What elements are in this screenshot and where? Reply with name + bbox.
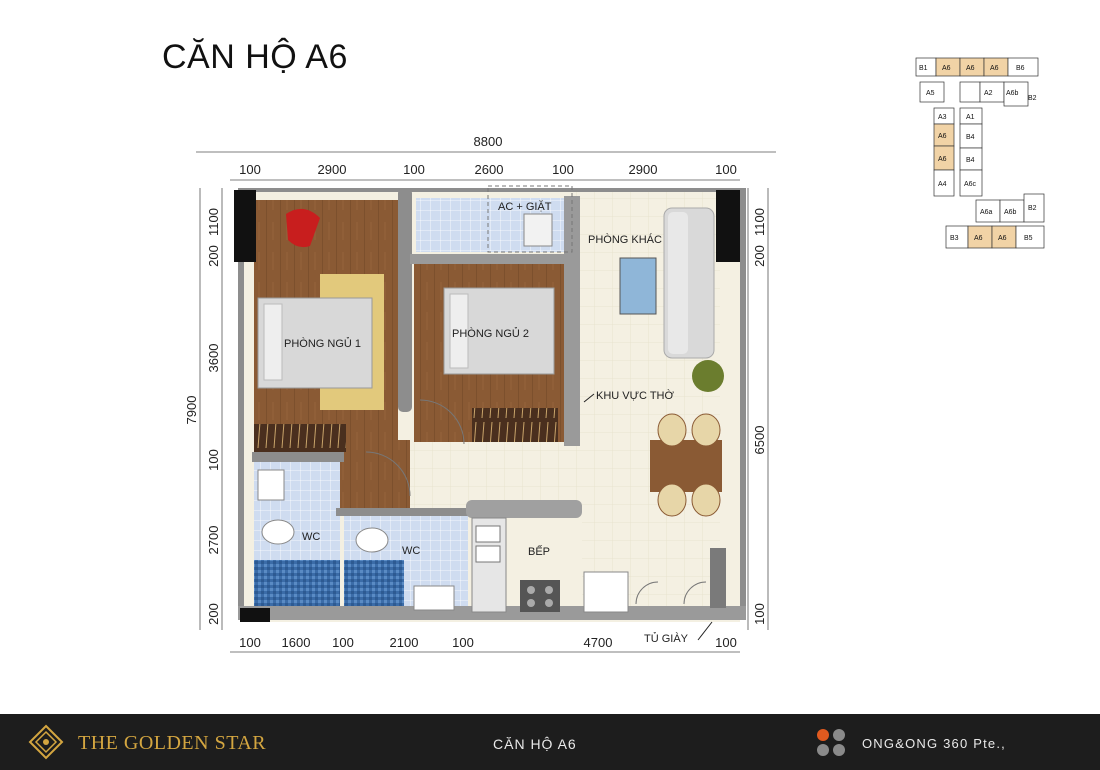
kp-a6-low2: A6 [998, 235, 1007, 242]
plant-icon [692, 360, 724, 392]
key-plan: B1 A6 A6 A6 B6 A5 A2 A6b B2 A3 A6 A6 A4 … [915, 57, 1045, 249]
kp-a6b-low: A6b [1004, 209, 1017, 216]
room-label-altar: KHU VỰC THỜ [596, 389, 674, 402]
kp-b5: B5 [1024, 235, 1033, 242]
room-label-bedroom2: PHÒNG NGỦ 2 [452, 327, 529, 340]
armchair-icon [286, 208, 320, 248]
dim-overall-width: 8800 [474, 134, 503, 149]
brand-name: THE GOLDEN STAR [78, 732, 267, 754]
wc-fixtures [257, 469, 455, 611]
dim-left-5: 2700 [206, 526, 221, 555]
room-label-ac-laundry: AC + GIẶT [498, 200, 552, 213]
dim-left-1: 1100 [206, 208, 221, 236]
dim-bottom-4: 2100 [390, 635, 419, 650]
structural-columns [234, 190, 740, 622]
dim-left-3: 3600 [206, 344, 221, 373]
kp-b6: B6 [1016, 65, 1025, 72]
kp-a2: A2 [984, 90, 993, 97]
kp-a6-col2: A6 [938, 156, 947, 163]
dim-overall-height: 7900 [184, 396, 199, 425]
dim-right-main: 6500 [752, 426, 767, 455]
room-label-kitchen: BẾP [528, 545, 550, 558]
ac-laundry-area [487, 185, 573, 253]
kp-b2-low: B2 [1028, 205, 1037, 212]
kp-a6-low1: A6 [974, 235, 983, 242]
golden-star-logo-icon [28, 724, 64, 760]
dim-bottom-row: 100 1600 100 2100 100 4700 100 [239, 635, 737, 650]
kp-a6a: A6a [980, 209, 993, 216]
dim-bottom-3: 100 [332, 635, 354, 650]
dim-top-6: 2900 [629, 162, 658, 177]
living-furniture [619, 207, 724, 605]
kp-a3: A3 [938, 114, 947, 121]
architect-logo-icon [817, 729, 845, 756]
room-label-bedroom1: PHÒNG NGỦ 1 [284, 337, 361, 350]
dim-right-1: 1100 [752, 208, 767, 236]
dim-bottom-1: 100 [239, 635, 261, 650]
room-label-wc1: WC [302, 531, 320, 543]
kp-a6c: A6c [964, 181, 977, 188]
footer-bar: THE GOLDEN STAR CĂN HỘ A6 ONG&ONG 360 Pt… [0, 714, 1100, 770]
dim-top-1: 100 [239, 162, 261, 177]
room-label-living: PHÒNG KHÁC [588, 233, 662, 246]
dim-left-2: 200 [206, 245, 221, 267]
floor-plan: 8800 100 2900 100 2600 100 2900 100 100 … [184, 134, 776, 653]
dim-left-column: 1100 200 3600 100 2700 200 [206, 208, 221, 625]
dim-top-5: 100 [552, 162, 574, 177]
key-plan-labels: B1 A6 A6 A6 B6 A5 A2 A6b B2 A3 A6 A6 A4 … [919, 65, 1037, 242]
dim-top-2: 2900 [318, 162, 347, 177]
kp-b4-2: B4 [966, 157, 975, 164]
dim-top-4: 2600 [475, 162, 504, 177]
dim-top-7: 100 [715, 162, 737, 177]
architect-name: ONG&ONG 360 Pte., [862, 736, 1006, 751]
dim-right-bottom: 100 [752, 603, 767, 625]
kp-b2-top: B2 [1028, 95, 1037, 102]
room-label-wc2: WC [402, 545, 420, 557]
kp-a1: A1 [966, 114, 975, 121]
kp-a4: A4 [938, 181, 947, 188]
kitchen-fixtures [471, 517, 629, 613]
kp-b1: B1 [919, 65, 928, 72]
dim-bottom-7: 100 [715, 635, 737, 650]
dim-bottom-5: 100 [452, 635, 474, 650]
dim-left-6: 200 [206, 603, 221, 625]
dim-bottom-6: 4700 [584, 635, 613, 650]
kp-a6-3: A6 [990, 65, 999, 72]
dim-right-2: 200 [752, 245, 767, 267]
kp-a6b-top: A6b [1006, 90, 1019, 97]
kp-b4-1: B4 [966, 134, 975, 141]
dim-bottom-2: 1600 [282, 635, 311, 650]
kp-b3: B3 [950, 235, 959, 242]
kp-a6-1: A6 [942, 65, 951, 72]
kp-a6-2: A6 [966, 65, 975, 72]
room-label-shoe-cabinet: TỦ GIÀY [644, 632, 689, 645]
bedroom1-furniture [254, 208, 384, 452]
footer-title: CĂN HỘ A6 [493, 736, 577, 752]
dim-left-4: 100 [206, 449, 221, 471]
dimension-lines [196, 151, 776, 653]
kp-a6-col1: A6 [938, 133, 947, 140]
kp-a5: A5 [926, 90, 935, 97]
bedroom2-furniture [365, 287, 558, 497]
dim-right-column: 1100 200 6500 100 [752, 208, 767, 625]
dim-top-row: 100 2900 100 2600 100 2900 100 [239, 162, 737, 177]
dim-top-3: 100 [403, 162, 425, 177]
page-title: CĂN HỘ A6 [162, 38, 348, 76]
